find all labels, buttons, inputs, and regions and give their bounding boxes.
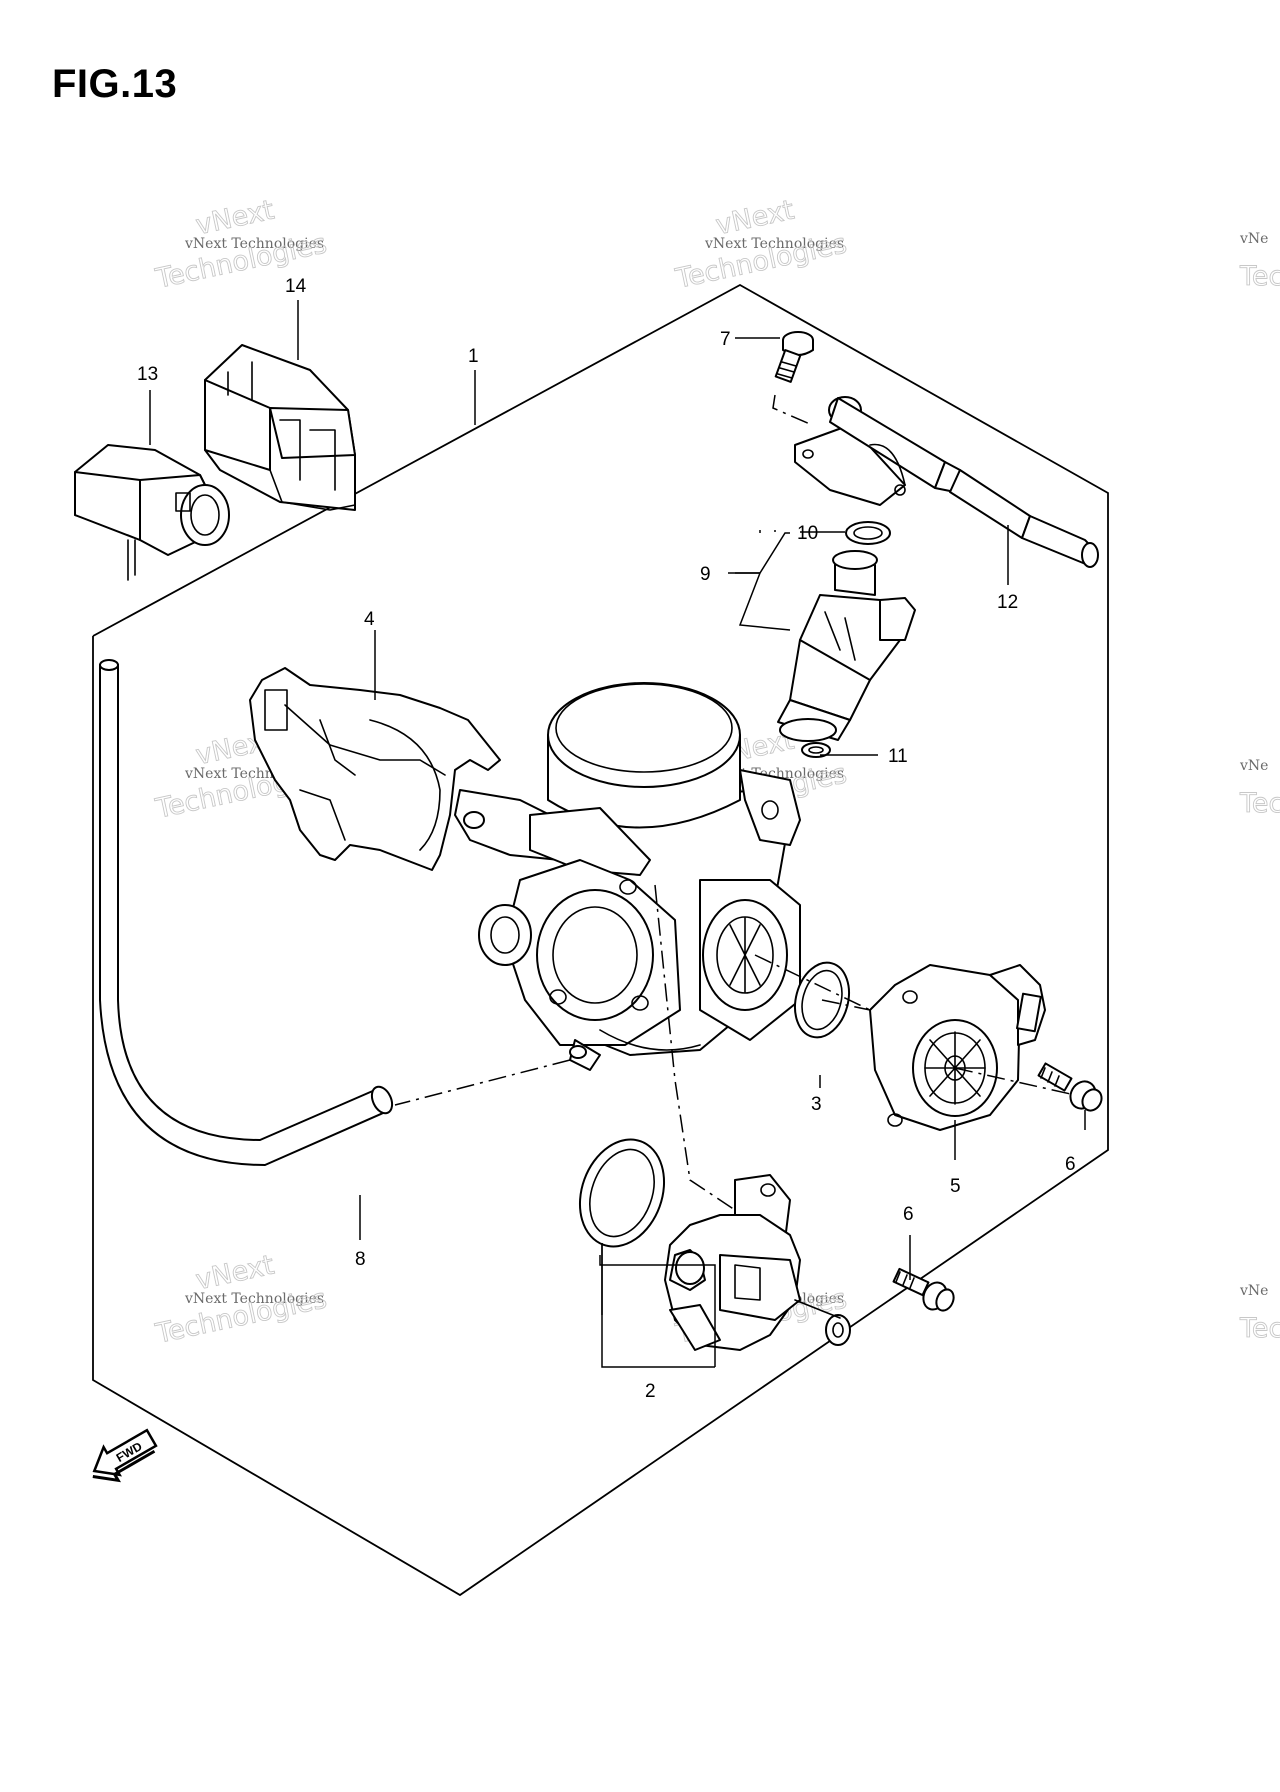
watermark-edge-line2: vNe [1239,231,1268,247]
watermark-edge-line3: Tec [1239,1313,1280,1344]
callout-numbers: 1 2 3 4 5 6 6 7 8 9 10 11 12 13 14 [137,276,1076,1402]
figure-title: FIG.13 [52,62,178,106]
callout-10: 10 [797,523,818,544]
part-6-screw-lower [892,1267,955,1312]
callout-6-right: 6 [1065,1154,1076,1175]
callout-3: 3 [811,1094,822,1115]
part-4-bracket [249,667,501,871]
callout-7: 7 [720,329,731,350]
watermark-group-bottom-left: vNext vNext Technologies Technologies [152,1249,330,1350]
assembly-centerlines [394,394,1076,1211]
watermark-edge-line3: Tec [1239,261,1280,292]
watermark-group-top-left: vNext vNext Technologies Technologies [152,194,330,295]
callout-6-lower: 6 [903,1204,914,1225]
watermark-line1: vNext [193,195,277,242]
callout-12: 12 [997,592,1018,613]
part-7-screw [774,331,814,383]
callout-11: 11 [888,746,908,767]
watermark-edge-line3: Tec [1239,788,1280,819]
watermark-line2: vNext Technologies [184,1291,324,1307]
watermark-group-right-edge: vNe Tec vNe Tec vNe Tec [1239,231,1280,1344]
watermark-line1: vNext [713,195,797,242]
callout-9: 9 [700,564,711,585]
part-13-connector [74,444,230,581]
watermark-group-top-center: vNext vNext Technologies Technologies [672,194,850,295]
part-10-o-ring [845,521,891,545]
throttle-body-main [454,682,801,1071]
part-8-hose [99,659,394,1166]
part-2-iac-valve [578,1138,851,1351]
callout-2: 2 [645,1381,656,1402]
assembly-boundary-frame [92,283,1109,1597]
part-11-seal [801,742,831,758]
callout-4: 4 [364,609,375,630]
part-14-connector-cover [204,344,356,511]
watermark-edge-line2: vNe [1239,1283,1268,1299]
callout-5: 5 [950,1176,961,1197]
part-6-screw-right [1037,1062,1103,1112]
callout-1: 1 [468,346,479,367]
callout-14: 14 [285,276,307,297]
watermark-edge-line2: vNe [1239,758,1268,774]
part-5-sensor [869,964,1046,1131]
watermark-line1: vNext [193,1250,277,1297]
callout-13: 13 [137,364,158,385]
part-12-fuel-pipe [794,396,1099,568]
watermark-line2: vNext Technologies [184,236,324,252]
watermark-line2: vNext Technologies [704,236,844,252]
fwd-direction-marker: FWD [92,1428,158,1483]
callout-8: 8 [355,1249,366,1270]
part-9-fuel-injector [777,550,916,742]
leader-lines [149,300,1086,1368]
